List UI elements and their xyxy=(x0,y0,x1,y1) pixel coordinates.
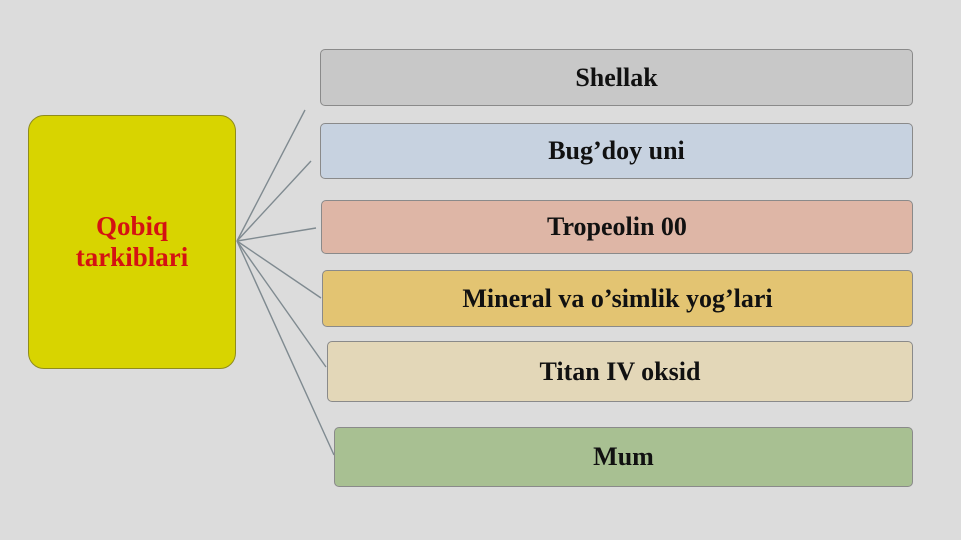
connector-line xyxy=(236,240,322,299)
component-label: Mum xyxy=(593,442,654,471)
root-label-line2: tarkiblari xyxy=(75,242,189,272)
component-box-titan-oksid: Titan IV oksid xyxy=(327,341,913,402)
component-label: Shellak xyxy=(575,62,658,92)
component-box-oils: Mineral va o’simlik yog’lari xyxy=(322,270,913,327)
component-label: Mineral va o’simlik yog’lari xyxy=(462,283,773,313)
root-label: Qobiq tarkiblari xyxy=(52,211,212,273)
component-box-shellak: Shellak xyxy=(320,49,913,106)
component-label: Titan IV oksid xyxy=(539,356,701,386)
connector-line xyxy=(236,160,312,242)
connector-line xyxy=(236,240,327,368)
connector-line xyxy=(236,240,335,456)
component-label: Tropeolin 00 xyxy=(547,212,687,241)
component-box-bugdoy-uni: Bug’doy uni xyxy=(320,123,913,179)
component-box-tropeolin: Tropeolin 00 xyxy=(321,200,913,254)
connector-line xyxy=(236,109,306,242)
root-label-line1: Qobiq xyxy=(95,210,169,241)
component-box-mum: Mum xyxy=(334,427,913,487)
component-label: Bug’doy uni xyxy=(548,136,685,165)
connector-line xyxy=(236,227,317,242)
root-node: Qobiq tarkiblari xyxy=(28,115,236,369)
